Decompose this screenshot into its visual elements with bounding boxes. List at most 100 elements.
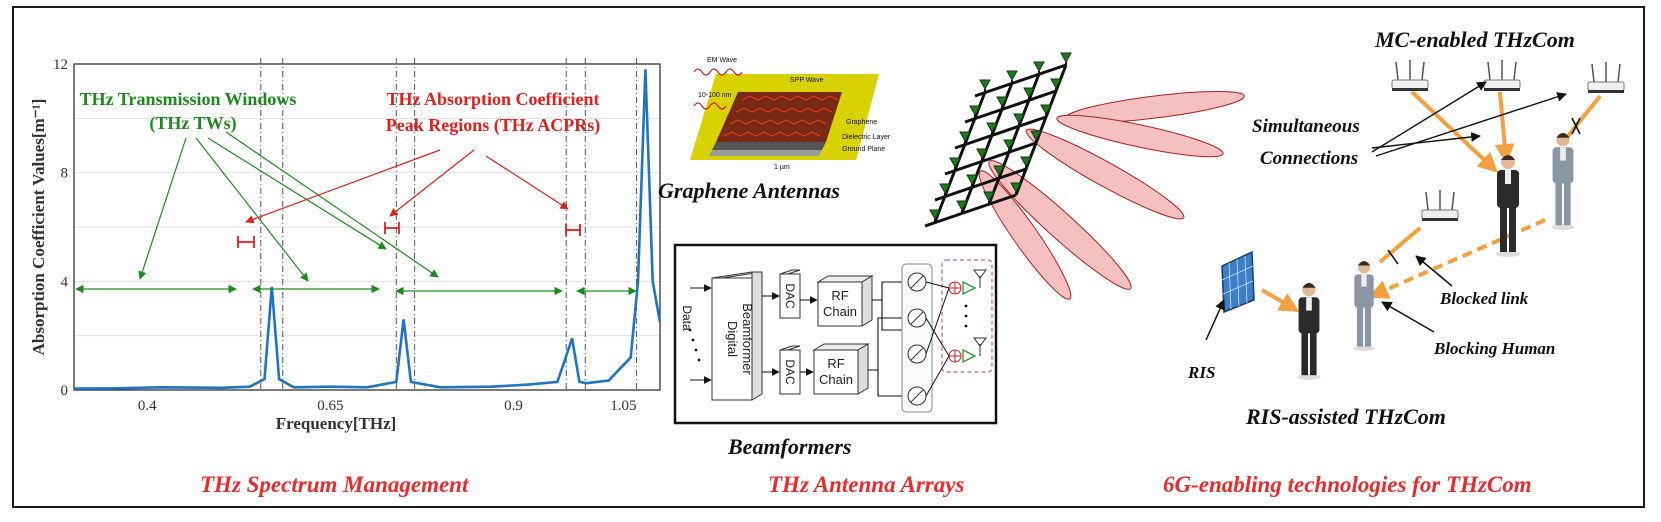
antenna-element-icon (993, 165, 1005, 178)
antenna-icons (973, 269, 987, 356)
tw-pointer-arrows (138, 131, 439, 282)
antenna-element-icon (1013, 113, 1025, 126)
caption-enabling-technologies: 6G-enabling technologies for THzCom (1163, 472, 1532, 497)
acpr-brackets (237, 222, 581, 248)
graphene-hex-lattice (723, 95, 839, 137)
router-icon (1483, 60, 1521, 91)
beam-lobe (978, 170, 1072, 300)
tw-label-line2: (THz TWs) (149, 113, 236, 134)
absorption-series-line (73, 69, 662, 390)
antenna-element-icon (1003, 139, 1015, 152)
signal-combiners (948, 281, 962, 363)
beam-lobe (988, 160, 1132, 290)
tw-span-arrows (75, 284, 637, 296)
antenna-element-icon (966, 174, 978, 187)
array-row-bar (964, 89, 1057, 124)
ris-assisted-title: RIS-assisted THzCom (1245, 404, 1446, 429)
em-wave-label: EM Wave (707, 57, 737, 64)
rf-lower-label-1: RF (827, 356, 844, 371)
mc-title: MC-enabled THzCom (1374, 27, 1575, 52)
chart-grid (74, 117, 660, 337)
antenna-element-icon (1006, 70, 1018, 83)
antenna-element-icon (1060, 52, 1072, 65)
rf-lower-label-2: Chain (819, 372, 853, 387)
antenna-element-icon (986, 122, 998, 135)
caption-antenna-arrays: THz Antenna Arrays (768, 472, 965, 497)
antenna-element-icon (929, 209, 941, 222)
digital-beamformer-label-2: Beamformer (740, 303, 755, 375)
router-icon (1587, 62, 1625, 93)
antenna-element-icon (939, 183, 951, 196)
simultaneous-label-1: Simultaneous (1252, 116, 1360, 137)
ris-label: RIS (1187, 363, 1215, 382)
antenna-element-icon (976, 148, 988, 161)
dac-upper-label: DAC (783, 283, 797, 309)
access-points (1391, 60, 1625, 221)
digital-beamformer-block (711, 277, 753, 401)
ground-plane-label: Ground Plane (842, 146, 885, 153)
graphene-layer-label: Graphene (846, 119, 877, 126)
rf-combiner-box (941, 259, 993, 373)
antenna-element-icon (996, 96, 1008, 109)
figure-frame (12, 6, 1645, 508)
rf-chain-lower: RF Chain (812, 343, 870, 395)
rf-chain-upper: RF Chain (816, 275, 874, 327)
antenna-dots (964, 304, 968, 328)
dimension-label: 10-100 nm (698, 92, 732, 99)
window-boundaries (260, 58, 638, 390)
spp-wave-label: SPP Wave (790, 77, 824, 84)
x-tick-label: 1.05 (610, 398, 636, 414)
amplifier-icons (962, 280, 977, 364)
antenna-element-icon (1030, 130, 1042, 143)
combiner-paths (925, 281, 950, 397)
array-row-bar (944, 141, 1037, 176)
dac-lower: DAC (779, 345, 801, 395)
beam-lobes (978, 91, 1245, 300)
users (1297, 133, 1575, 380)
beam-lobe (1025, 128, 1185, 220)
array-column-bar (933, 91, 987, 223)
antenna-element-icon (1040, 104, 1052, 117)
antenna-element-icon (969, 105, 981, 118)
beam-lobe (1056, 114, 1224, 158)
antenna-element-icon (979, 79, 991, 92)
y-axis-label: Absorption Coefficient Values[m⁻¹] (29, 99, 48, 356)
user-person (1551, 133, 1575, 230)
x-tick-label: 0.65 (317, 398, 343, 414)
y-tick-label: 0 (61, 383, 69, 399)
blocking-human-label: Blocking Human (1433, 339, 1555, 358)
dac-upper: DAC (779, 269, 801, 319)
antenna-element-icon (1020, 156, 1032, 169)
dielectric-layer-label: Dielectric Layer (842, 134, 891, 141)
beamformer-frame (673, 243, 998, 425)
x-tick-label: 0.4 (138, 398, 157, 414)
ris-panel (1221, 250, 1255, 314)
antenna-element-icon (956, 200, 968, 213)
user-person (1496, 155, 1520, 257)
array-row-bar (974, 63, 1067, 98)
digital-beamformer-label-1: Digital (725, 321, 740, 357)
antenna-element-icon (983, 191, 995, 204)
ground-plane (709, 150, 822, 156)
antenna-element-icon (959, 131, 971, 144)
simultaneous-arrows (1371, 81, 1567, 157)
antenna-elements (929, 52, 1072, 222)
antenna-array-grid (924, 63, 1068, 228)
router-icon (1391, 60, 1429, 91)
data-dots (688, 328, 701, 362)
array-row-bar (934, 167, 1027, 202)
label-pointers (1205, 255, 1453, 341)
array-row-bar (924, 193, 1017, 228)
beamformers-title: Beamformers (727, 434, 851, 459)
tw-label-line1: THz Transmission Windows (80, 89, 297, 109)
phase-shifters (907, 272, 927, 406)
graphene-sheet (716, 92, 842, 142)
array-row-bar (954, 115, 1047, 150)
acpr-label-line2: Peak Regions (THz ACPRs) (386, 115, 601, 136)
x-axis-label: Frequency[THz] (276, 414, 397, 433)
thz-links (1260, 90, 1602, 313)
